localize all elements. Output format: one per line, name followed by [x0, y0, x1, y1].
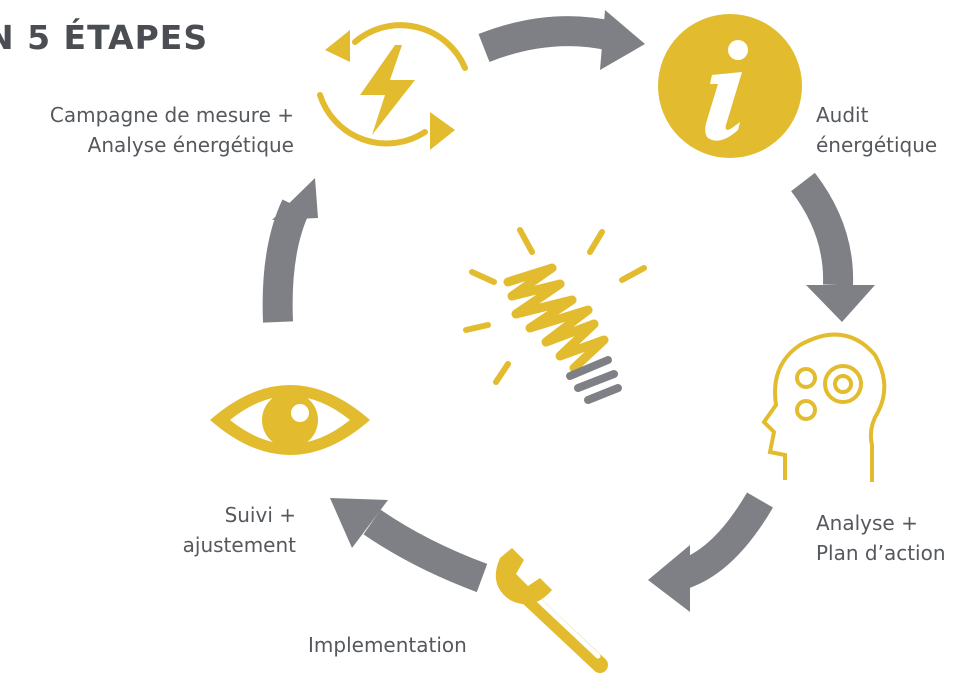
step-label-line: Analyse énergétique — [87, 133, 294, 157]
cycle-arrow-1 — [478, 10, 645, 70]
lightning-cycle-icon — [317, 22, 468, 150]
page-title: N 5 ÉTAPES — [0, 18, 209, 57]
info-icon — [658, 14, 802, 158]
cycle-arrow-4 — [330, 498, 488, 593]
cycle-arrow-5 — [262, 178, 318, 323]
step-label-line: Suivi + — [224, 503, 296, 527]
cycle-arrow-2 — [790, 172, 875, 322]
step-label-line: Plan d’action — [816, 541, 946, 565]
head-gears-icon — [761, 332, 887, 482]
wrench-icon — [495, 548, 608, 673]
step-label-line: Audit — [816, 103, 869, 127]
step-label-line: ajustement — [182, 533, 296, 557]
lightbulb-icon — [463, 227, 647, 404]
step-label-line: Analyse + — [816, 511, 918, 535]
cycle-arrow-3 — [648, 492, 773, 612]
step-label-audit: Audit énergétique — [816, 100, 937, 160]
step-label-analyse: Analyse + Plan d’action — [816, 508, 946, 568]
step-label-implementation: Implementation — [308, 630, 467, 660]
step-label-line: énergétique — [816, 133, 938, 157]
eye-icon — [210, 385, 370, 455]
step-label-line: Implementation — [308, 633, 467, 657]
step-label-suivi: Suivi + ajustement — [183, 500, 296, 560]
step-label-line: Campagne de mesure + — [49, 103, 294, 127]
step-label-campagne: Campagne de mesure + Analyse énergétique — [50, 100, 294, 160]
